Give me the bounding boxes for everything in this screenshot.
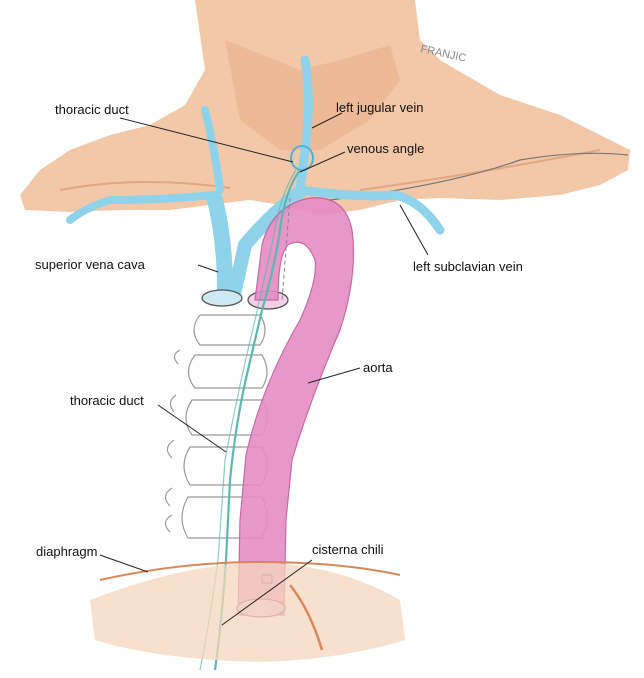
rib-stub bbox=[165, 515, 172, 532]
label-left-jugular-vein: left jugular vein bbox=[336, 100, 423, 115]
label-aorta: aorta bbox=[363, 360, 393, 375]
leader-diaphragm bbox=[100, 555, 148, 572]
label-thoracic-duct-mid: thoracic duct bbox=[70, 393, 144, 408]
rib-stub bbox=[165, 488, 172, 506]
diaphragm bbox=[90, 562, 405, 662]
label-left-subclavian-vein: left subclavian vein bbox=[413, 259, 523, 274]
vertebra bbox=[189, 355, 268, 388]
label-superior-vena-cava: superior vena cava bbox=[35, 257, 146, 272]
label-thoracic-duct-top: thoracic duct bbox=[55, 102, 129, 117]
rib-stub bbox=[170, 395, 176, 412]
leader-superior-vena-cava bbox=[198, 265, 218, 272]
label-venous-angle: venous angle bbox=[347, 141, 424, 156]
label-cisterna-chili: cisterna chili bbox=[312, 542, 384, 557]
superior-vena-cava bbox=[215, 200, 225, 290]
label-diaphragm: diaphragm bbox=[36, 544, 97, 559]
rib-stub bbox=[174, 350, 180, 364]
diaphragm-body bbox=[90, 562, 405, 662]
rib-stub bbox=[167, 440, 174, 458]
svc-cross-section bbox=[202, 290, 242, 306]
